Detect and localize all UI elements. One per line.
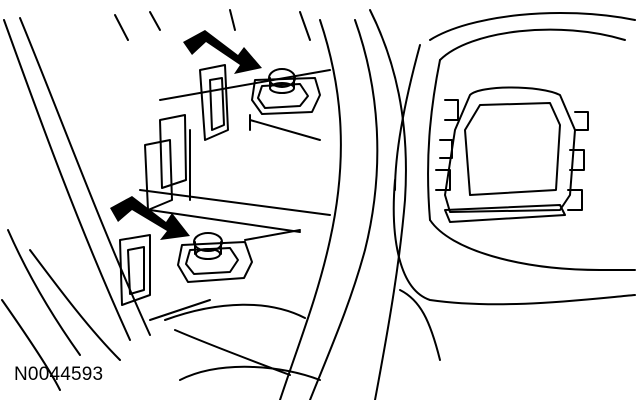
callout-arrow-lower-icon (110, 196, 190, 240)
pillar-divider (279, 9, 407, 400)
lower-fastener (177, 232, 253, 283)
callout-arrow-upper-icon (183, 30, 262, 74)
figure-id-label: N0044593 (14, 364, 104, 385)
housing-lid (444, 86, 576, 213)
panel-recess (139, 69, 331, 381)
left-clip-tabs (119, 64, 229, 306)
upper-fastener (251, 68, 321, 115)
right-housing (392, 11, 636, 361)
fascia-edge-curves (1, 9, 311, 391)
housing-latch-tabs (435, 99, 589, 211)
